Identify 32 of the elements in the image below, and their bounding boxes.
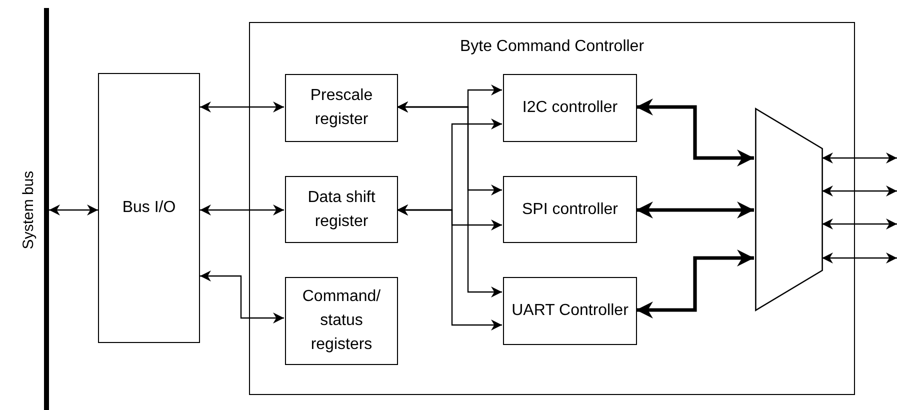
block-label: I2C controller <box>521 98 619 118</box>
arrow <box>822 252 897 264</box>
block-box <box>285 176 398 243</box>
bus-bar <box>44 8 49 410</box>
block-box <box>503 74 637 142</box>
block-label: Command/ status registers <box>301 287 382 355</box>
block-label: UART Controller <box>510 301 630 321</box>
block-box <box>98 73 200 343</box>
arrow <box>822 186 897 196</box>
arrow <box>636 98 754 166</box>
bus-label: System bus <box>19 170 38 250</box>
block-box <box>503 277 637 345</box>
block-label: Data shift register <box>306 188 376 232</box>
arrow <box>636 250 754 318</box>
arrow <box>822 152 897 164</box>
block-label: Prescale register <box>309 86 374 130</box>
block-label: SPI controller <box>520 200 620 220</box>
block-box <box>285 74 398 142</box>
multiplexer-trapezoid <box>755 108 823 311</box>
arrow <box>200 204 284 216</box>
frame-title: Byte Command Controller <box>458 37 646 57</box>
arrow <box>49 204 98 216</box>
controller-frame <box>249 22 855 395</box>
arrow <box>636 202 754 218</box>
arrow <box>200 270 284 324</box>
block-label: Bus I/O <box>121 198 177 218</box>
arrow <box>200 102 284 112</box>
arrow <box>397 204 502 330</box>
block-box <box>503 176 637 243</box>
arrow <box>822 218 897 230</box>
block-box <box>285 277 398 365</box>
arrow <box>397 102 502 298</box>
